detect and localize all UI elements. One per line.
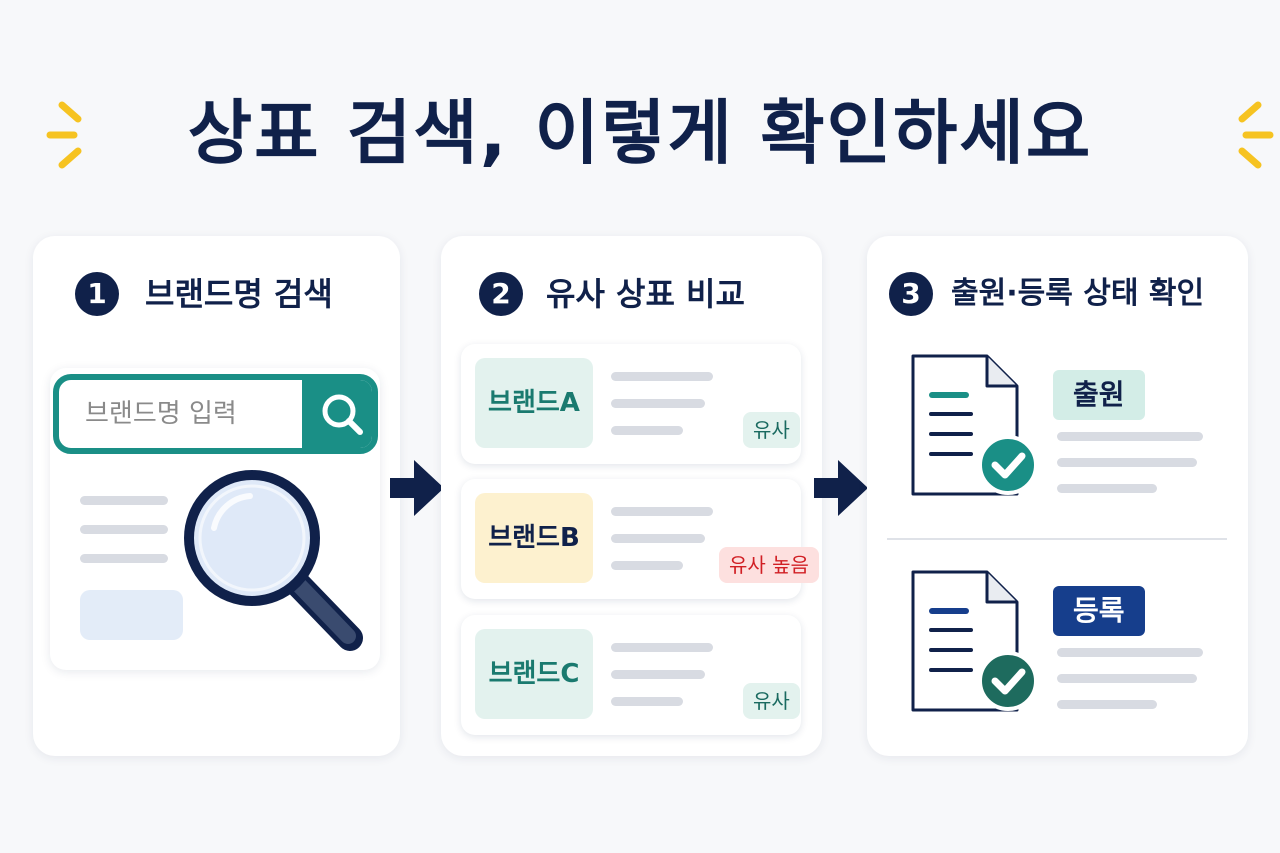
placeholder-line <box>611 643 713 652</box>
search-panel <box>50 368 380 670</box>
similarity-badge: 유사 높음 <box>719 547 819 583</box>
placeholder-line <box>1057 700 1157 709</box>
magnifier-icon <box>184 470 363 651</box>
placeholder-line <box>1057 648 1203 657</box>
step-header: 2 유사 상표 비교 <box>441 266 822 322</box>
brand-row: 브랜드B 유사 높음 <box>461 479 819 599</box>
placeholder-line <box>611 561 683 570</box>
placeholder-line <box>611 697 683 706</box>
page-title: 상표 검색, 이렇게 확인하세요 <box>187 92 1093 174</box>
sparkle-right-icon <box>1238 101 1274 169</box>
step-number-badge: 1 <box>75 272 119 316</box>
search-input[interactable] <box>59 380 302 448</box>
step-card-search: 1 브랜드명 검색 <box>33 236 400 756</box>
status-label: 출원 <box>1053 370 1145 420</box>
search-icon <box>322 394 363 435</box>
placeholder-line <box>1057 484 1157 493</box>
similarity-badge: 유사 <box>743 412 800 448</box>
placeholder-line <box>1057 674 1197 683</box>
brand-name: 브랜드A <box>475 358 593 448</box>
placeholder-line <box>611 534 705 543</box>
brand-row: 브랜드A 유사 <box>461 344 801 464</box>
placeholder-line <box>611 670 705 679</box>
arrow-right-icon <box>390 460 444 516</box>
step-number-badge: 2 <box>479 272 523 316</box>
search-bar <box>53 374 378 454</box>
placeholder-line <box>611 426 683 435</box>
step-header: 1 브랜드명 검색 <box>33 266 400 322</box>
step-header: 3 출원·등록 상태 확인 <box>867 266 1248 322</box>
placeholder-line <box>80 496 168 505</box>
placeholder-block <box>80 590 183 640</box>
step-title: 출원·등록 상태 확인 <box>951 276 1205 311</box>
search-button[interactable] <box>302 380 372 448</box>
status-label: 등록 <box>1053 586 1145 636</box>
step-number-badge: 3 <box>889 272 933 316</box>
placeholder-line <box>80 554 168 563</box>
placeholder-line <box>1057 458 1197 467</box>
sparkle-left-icon <box>46 101 82 169</box>
step-title: 유사 상표 비교 <box>546 275 745 313</box>
placeholder-line <box>80 525 168 534</box>
brand-name: 브랜드C <box>475 629 593 719</box>
similarity-badge: 유사 <box>743 683 800 719</box>
document-check-icon <box>911 570 1038 712</box>
placeholder-line <box>611 399 705 408</box>
placeholder-line <box>1057 432 1203 441</box>
arrow-right-icon <box>814 460 868 516</box>
divider <box>887 538 1227 540</box>
placeholder-line <box>611 372 713 381</box>
step-title: 브랜드명 검색 <box>145 275 333 313</box>
brand-row: 브랜드C 유사 <box>461 615 801 735</box>
brand-name: 브랜드B <box>475 493 593 583</box>
placeholder-line <box>611 507 713 516</box>
document-check-icon <box>911 354 1038 496</box>
